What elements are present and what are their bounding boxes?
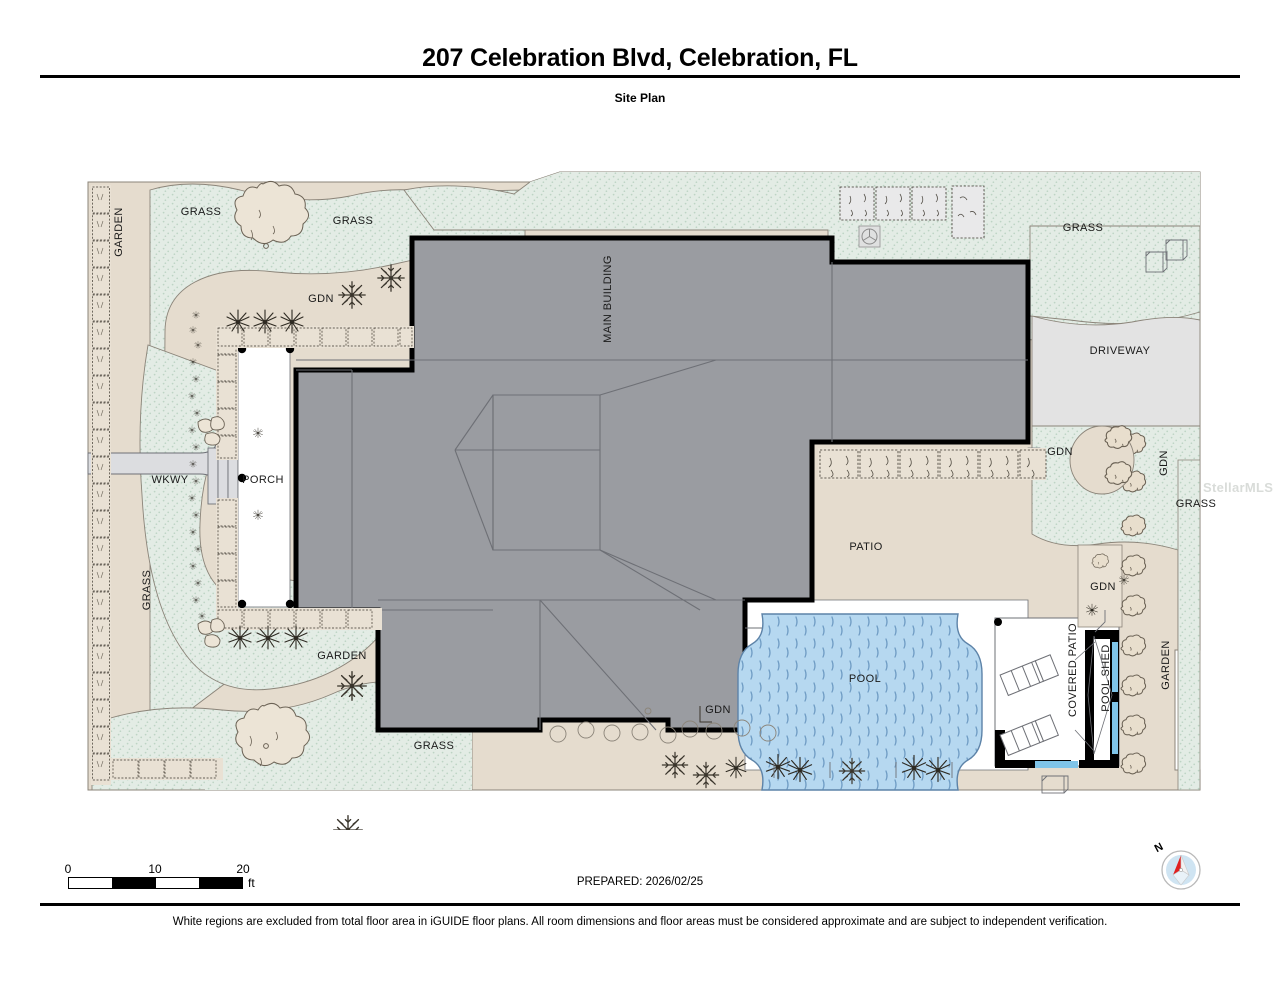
scale-tick-10: 10 [148,862,162,876]
scale-seg-1 [69,878,113,888]
label-pool-shed: POOL SHED [1100,644,1112,712]
label-gdn-right-upper: GDN [1047,446,1073,458]
label-main-building: MAIN BUILDING [602,255,614,343]
scale-seg-2 [112,878,156,888]
label-garden-right: GARDEN [1160,640,1172,690]
label-patio: PATIO [849,541,883,553]
scale-tick-labels: 0 10 20 [64,862,250,877]
label-gdn-right-edge: GDN [1158,450,1170,476]
label-garden-left: GARDEN [113,207,125,257]
page-title: 207 Celebration Blvd, Celebration, FL [422,44,858,72]
header-divider [40,75,1240,78]
scale-bar-graphic [68,877,243,889]
scale-unit-label: ft [248,876,255,890]
compass-rose-icon [1160,849,1202,891]
label-pool: POOL [848,673,882,685]
label-grass-top-right: GRASS [1062,222,1104,234]
scale-tick-0: 0 [64,862,72,876]
footer-disclaimer: White regions are excluded from total fl… [172,916,1108,928]
scale-seg-3 [155,878,199,888]
label-porch: PORCH [242,474,284,486]
label-gdn-top-left: GDN [308,293,334,305]
label-grass-top-mid: GRASS [332,215,374,227]
label-wkwy: WKWY [151,474,189,486]
scale-bar: 0 10 20 [64,862,250,889]
prepared-date: PREPARED: 2026/02/25 [576,876,704,888]
scale-tick-20: 20 [236,862,250,876]
footer-divider [40,903,1240,906]
page-subtitle: Site Plan [614,91,666,105]
label-grass-bottom: GRASS [413,740,455,752]
label-grass-left: GRASS [141,569,153,611]
scale-seg-4 [198,878,242,888]
label-covered-patio: COVERED PATIO [1067,622,1079,718]
label-grass-top-left: GRASS [180,206,222,218]
label-grass-right: GRASS [1175,498,1217,510]
label-gdn-bottom-mid: GDN [705,704,731,716]
label-driveway: DRIVEWAY [1089,345,1151,357]
label-gdn-pool-right: GDN [1090,581,1116,593]
label-garden-bottom-left: GARDEN [317,650,367,662]
